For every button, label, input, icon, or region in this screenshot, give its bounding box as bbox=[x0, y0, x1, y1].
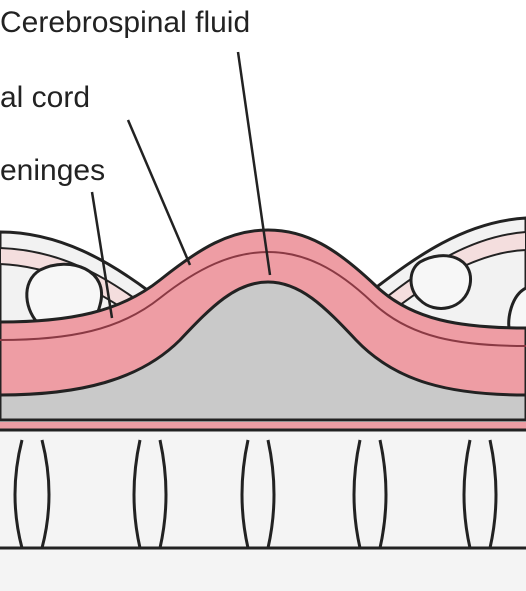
label-cerebrospinal-fluid: Cerebrospinal fluid bbox=[0, 6, 250, 39]
label-meninges: eninges bbox=[0, 154, 105, 187]
bottom-tissue bbox=[0, 430, 526, 591]
label-spinal-cord: al cord bbox=[0, 81, 90, 114]
cord-leader-line bbox=[128, 120, 190, 265]
right-tissue-blob bbox=[411, 256, 471, 309]
